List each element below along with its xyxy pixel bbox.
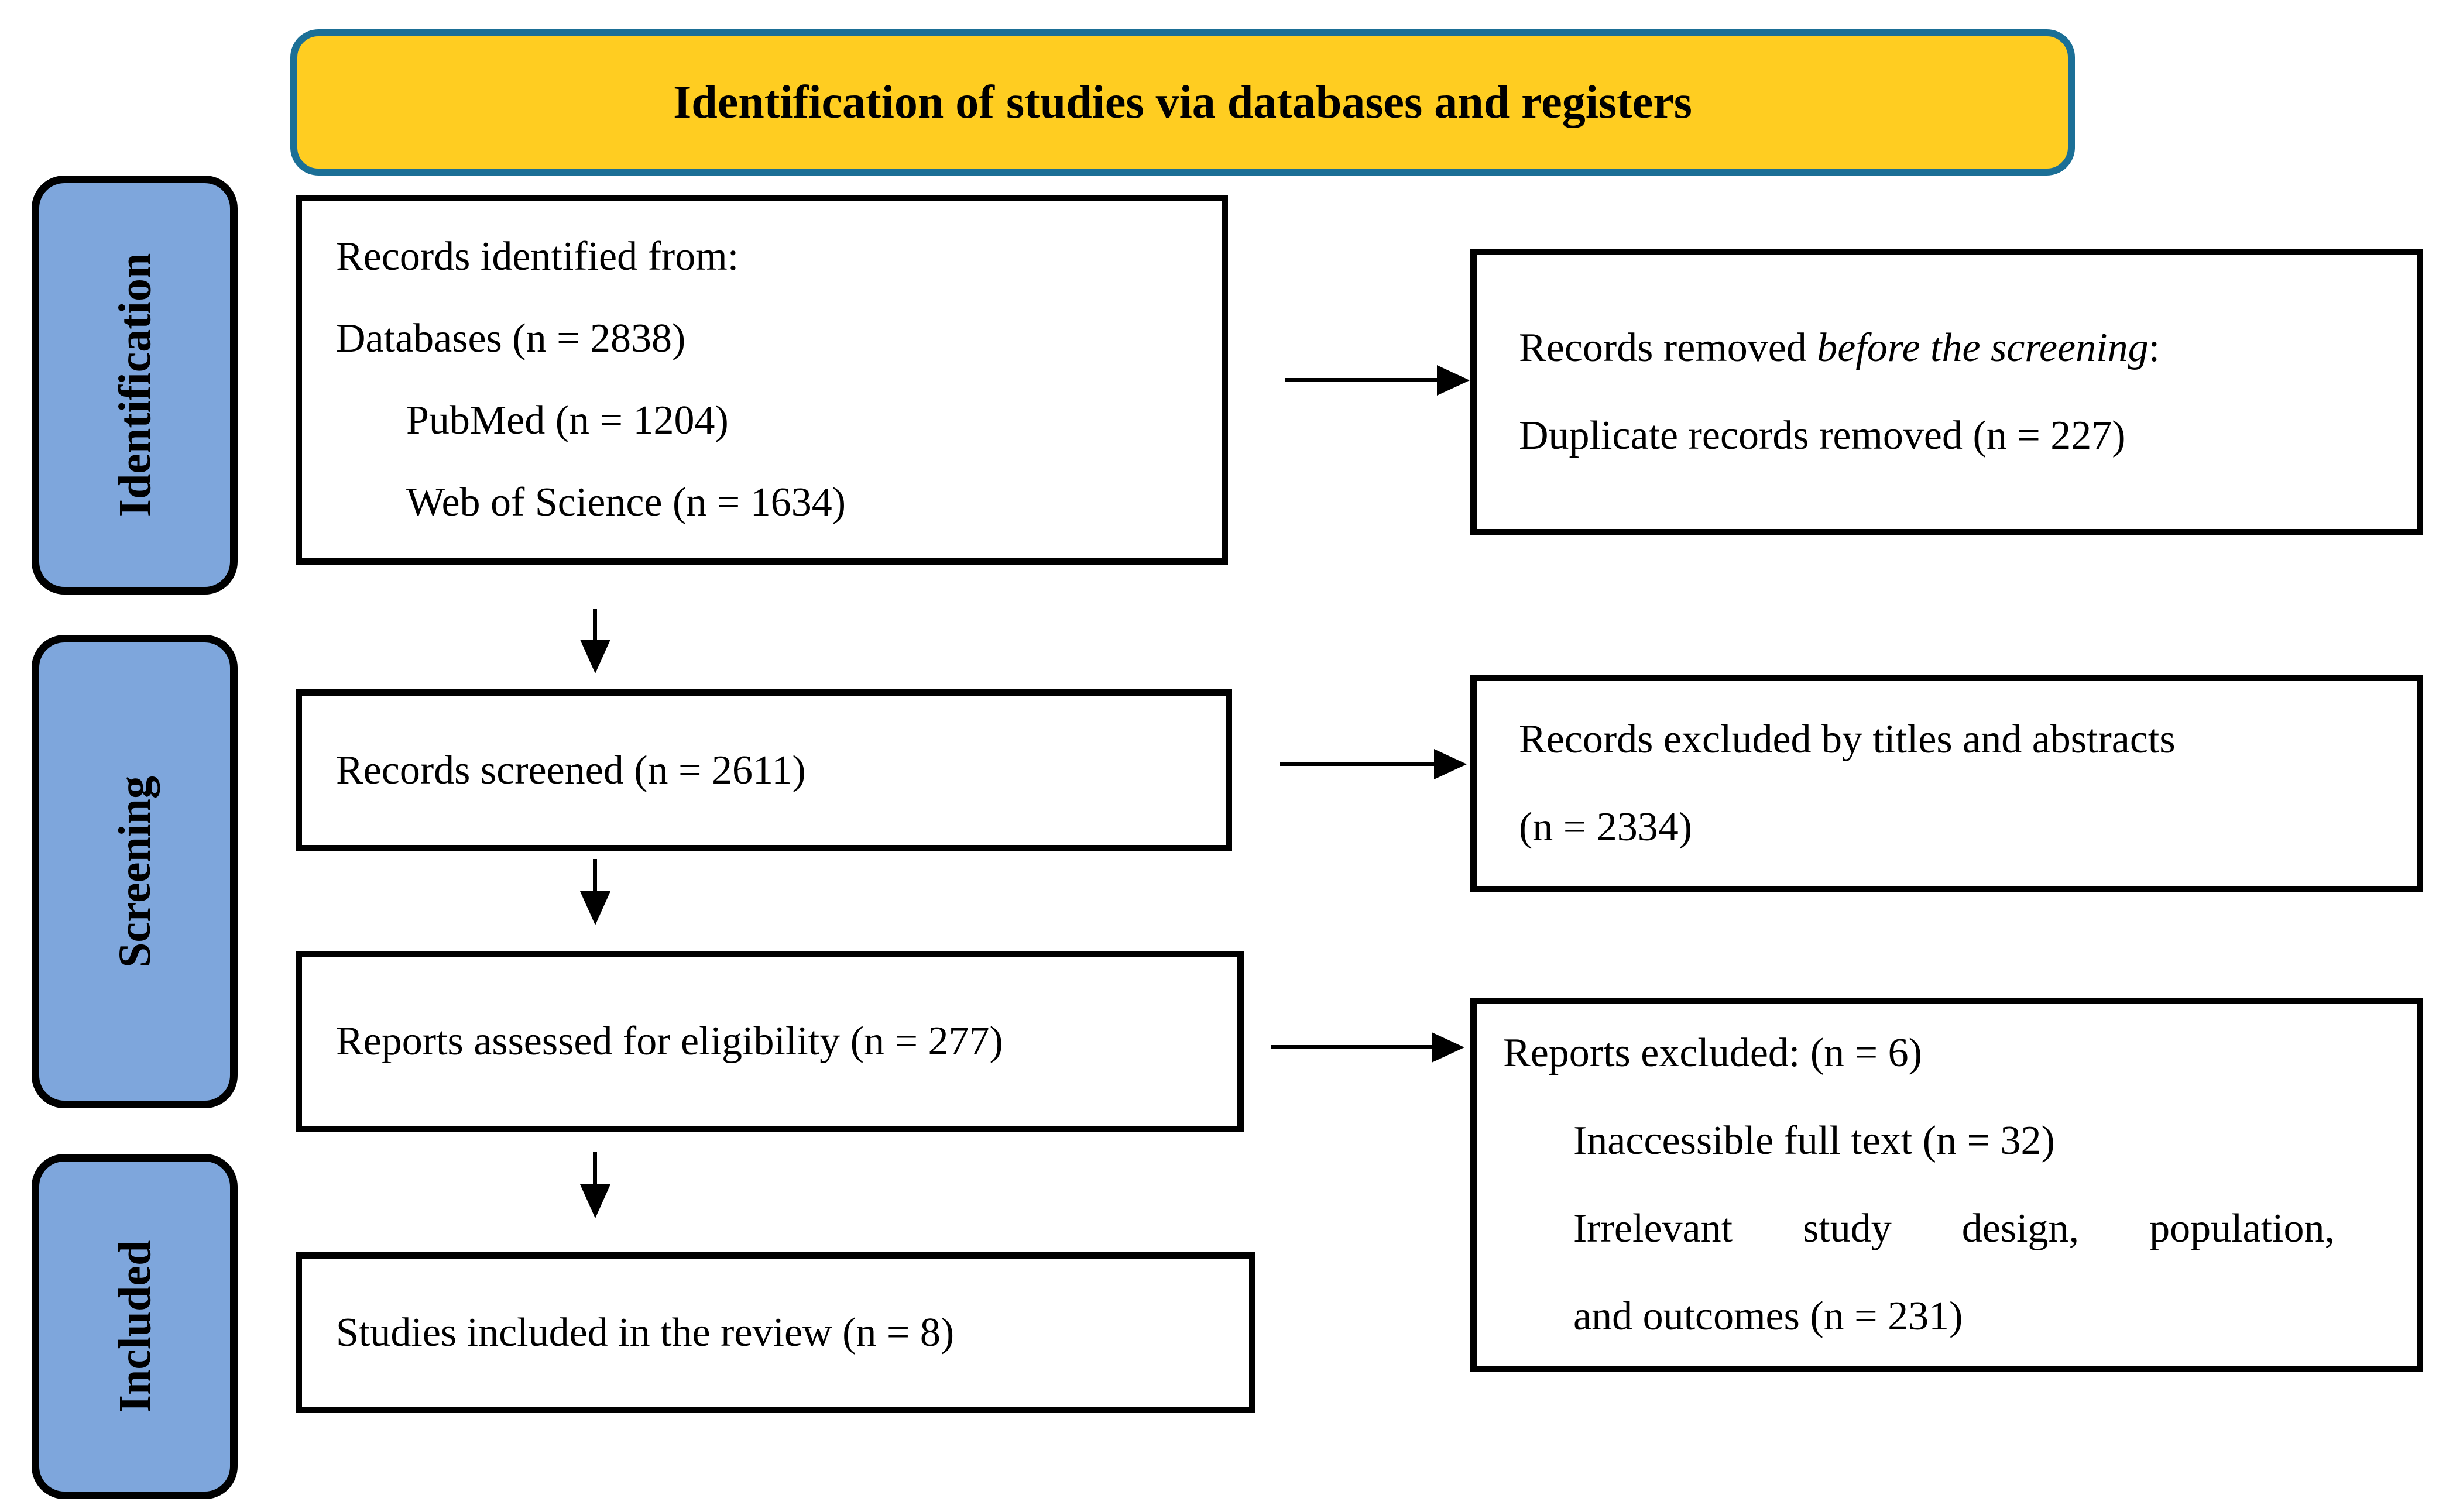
arrow-line bbox=[1280, 762, 1434, 766]
records-identified-databases: Databases (n = 2838) bbox=[336, 316, 686, 361]
box-studies-included: Studies included in the review (n = 8) bbox=[296, 1252, 1255, 1413]
box-reports-assessed: Reports assessed for eligibility (n = 27… bbox=[296, 951, 1244, 1132]
box-records-excluded-titles: Records excluded by titles and abstracts… bbox=[1470, 675, 2423, 892]
down-arrowhead-icon bbox=[580, 891, 610, 925]
right-arrowhead-icon bbox=[1432, 1032, 1464, 1063]
right-arrowhead-icon bbox=[1437, 365, 1470, 396]
reports-excluded-outcomes: and outcomes (n = 231) bbox=[1573, 1294, 1963, 1339]
box-reports-excluded: Reports excluded: (n = 6) Inaccessible f… bbox=[1470, 998, 2423, 1372]
records-excluded-titles-count: (n = 2334) bbox=[1519, 805, 1693, 850]
page-title: Identification of studies via databases … bbox=[673, 76, 1692, 128]
records-removed-emphasis: before the screening bbox=[1817, 325, 2149, 370]
records-identified-webofscience: Web of Science (n = 1634) bbox=[406, 480, 846, 525]
stage-label-identification-text: Identification bbox=[109, 253, 160, 517]
reports-excluded-inaccessible: Inaccessible full text (n = 32) bbox=[1573, 1118, 2055, 1163]
stage-label-screening: Screening bbox=[32, 635, 238, 1108]
records-removed-prefix: Records removed bbox=[1519, 325, 1817, 370]
arrow-line bbox=[1285, 378, 1437, 382]
records-removed-suffix: : bbox=[2148, 325, 2160, 370]
stage-label-identification: Identification bbox=[32, 176, 238, 595]
arrow-line bbox=[593, 859, 597, 892]
reports-excluded-heading: Reports excluded: (n = 6) bbox=[1503, 1030, 1922, 1075]
records-screened-text: Records screened (n = 2611) bbox=[336, 747, 806, 793]
box-records-removed: Records removed before the screening: Du… bbox=[1470, 249, 2423, 535]
duplicates-removed-text: Duplicate records removed (n = 227) bbox=[1519, 413, 2126, 458]
reports-excluded-irrelevant: Irrelevant study design, population, bbox=[1573, 1206, 2335, 1251]
reports-assessed-text: Reports assessed for eligibility (n = 27… bbox=[336, 1019, 1003, 1064]
down-arrowhead-icon bbox=[580, 1184, 610, 1218]
right-arrowhead-icon bbox=[1434, 749, 1467, 779]
stage-label-included-text: Included bbox=[108, 1240, 160, 1413]
banner: Identification of studies via databases … bbox=[290, 29, 2075, 176]
box-records-screened: Records screened (n = 2611) bbox=[296, 689, 1232, 851]
arrow-line bbox=[593, 1152, 597, 1185]
records-excluded-titles-text: Records excluded by titles and abstracts bbox=[1519, 717, 2176, 762]
stage-label-included: Included bbox=[32, 1154, 238, 1499]
records-identified-pubmed: PubMed (n = 1204) bbox=[406, 398, 729, 443]
box-records-identified: Records identified from: Databases (n = … bbox=[296, 195, 1228, 565]
stage-label-screening-text: Screening bbox=[109, 775, 160, 968]
studies-included-text: Studies included in the review (n = 8) bbox=[336, 1310, 955, 1355]
records-removed-heading: Records removed before the screening: bbox=[1519, 304, 2417, 392]
records-identified-heading: Records identified from: bbox=[336, 234, 739, 279]
down-arrowhead-icon bbox=[580, 640, 610, 673]
arrow-line bbox=[593, 609, 597, 641]
arrow-line bbox=[1271, 1045, 1432, 1049]
